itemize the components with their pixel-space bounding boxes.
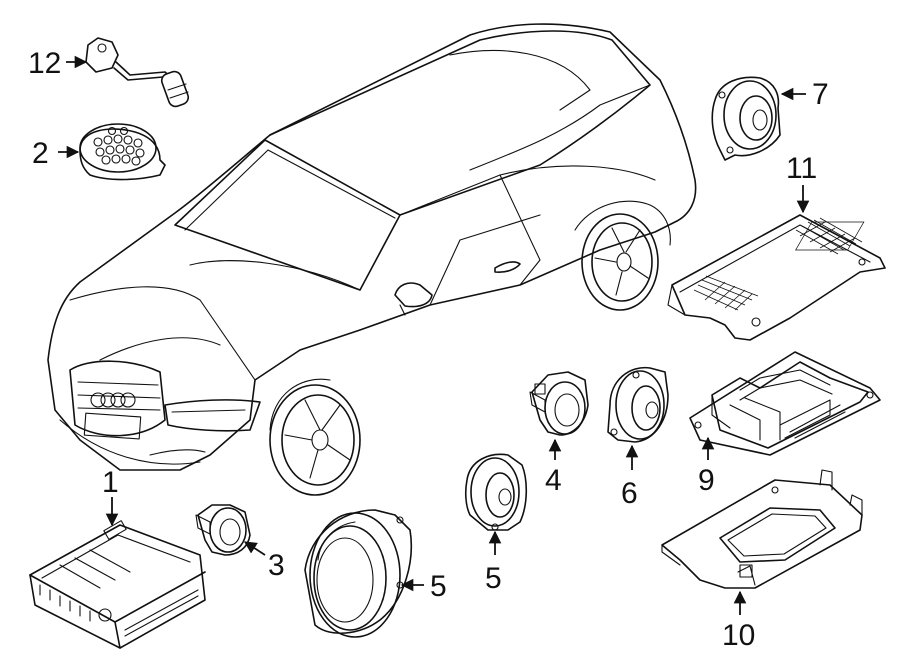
rear-wheel: [581, 213, 659, 311]
callout-2: 2: [32, 137, 49, 170]
part-1-head-unit: [29, 520, 206, 649]
callout-5-label: 5: [430, 570, 447, 603]
part-10-bracket: [661, 469, 863, 589]
front-wheel: [269, 378, 361, 496]
callout-4: 4: [545, 464, 562, 497]
callout-8: 7: [812, 78, 829, 111]
callout-3: 3: [268, 549, 285, 582]
part-11-cover-panel: [667, 214, 886, 341]
part-12-sensor: [85, 37, 190, 108]
callout-1: 1: [102, 466, 119, 499]
callout-7: 6: [621, 477, 638, 510]
part-2-speaker-grille: [79, 123, 166, 181]
part-9-amplifier: [689, 351, 881, 456]
part-5-woofer: [304, 509, 413, 638]
part-7-speaker: [607, 366, 669, 443]
audi-rings-logo: [90, 392, 136, 408]
callout-11: 11: [786, 152, 817, 185]
part-6-speaker: [464, 453, 528, 531]
callout-6: 5: [485, 562, 502, 595]
callout-9: 9: [698, 464, 715, 497]
part-8-speaker: [711, 76, 781, 161]
part-3-tweeter: [195, 504, 251, 556]
callout-10: 10: [722, 619, 755, 652]
car-illustration: [47, 23, 697, 496]
callout-12: 12: [28, 47, 61, 80]
part-4-speaker: [529, 371, 589, 436]
